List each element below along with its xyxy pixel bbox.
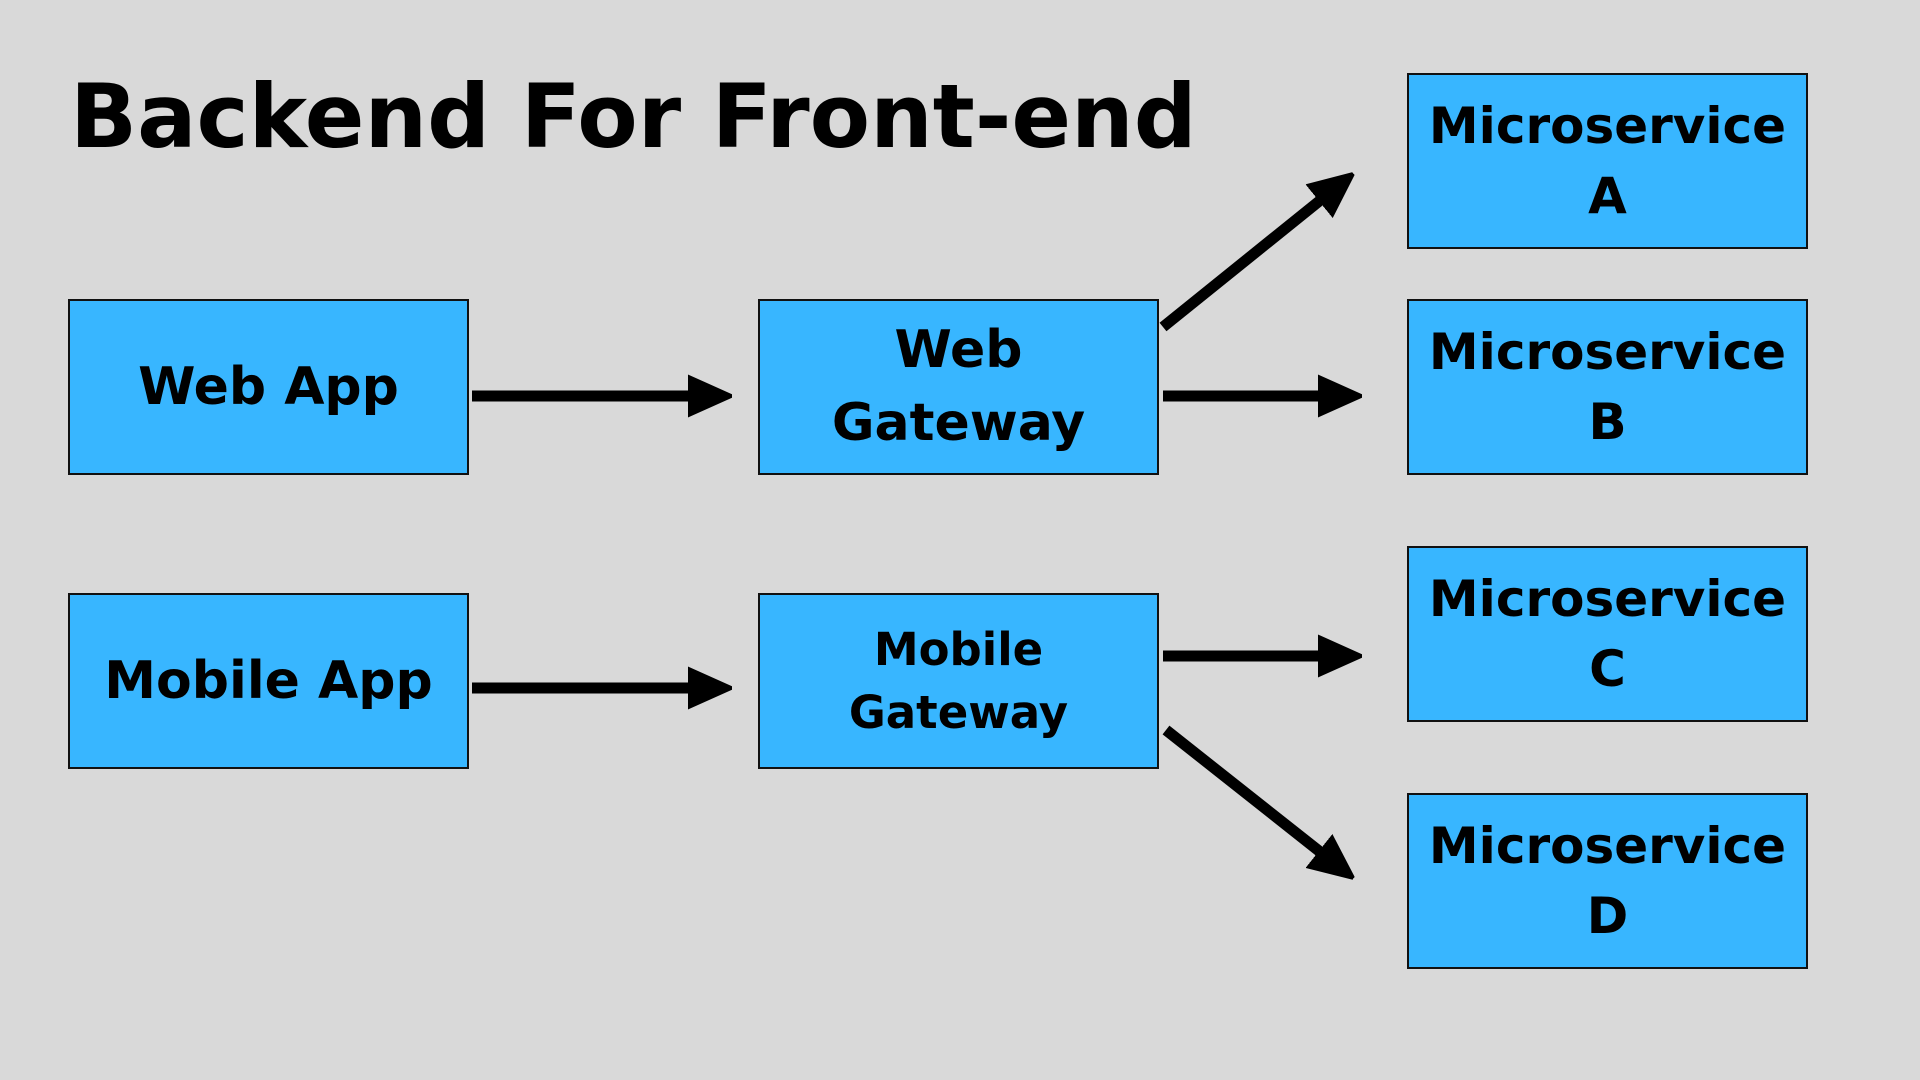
arrow-web-gateway-to-service-a bbox=[1159, 186, 1338, 332]
web-gateway-box: Web Gateway bbox=[758, 299, 1159, 475]
microservice-a-box: Microservice A bbox=[1407, 73, 1808, 249]
microservice-b-box: Microservice B bbox=[1407, 299, 1808, 475]
microservice-d-label: Microservice D bbox=[1428, 817, 1787, 945]
mobile-app-box: Mobile App bbox=[68, 593, 469, 769]
web-gateway-label: Web Gateway bbox=[831, 320, 1086, 453]
microservice-b-label: Microservice B bbox=[1428, 323, 1787, 451]
mobile-app-label: Mobile App bbox=[104, 650, 433, 711]
microservice-d-box: Microservice D bbox=[1407, 793, 1808, 969]
microservice-a-label: Microservice A bbox=[1428, 97, 1787, 225]
page-title: Backend For Front-end bbox=[70, 65, 1197, 168]
mobile-gateway-label: Mobile Gateway bbox=[848, 623, 1069, 739]
web-app-label: Web App bbox=[138, 356, 399, 417]
arrow-mobile-gateway-to-service-d bbox=[1162, 725, 1338, 866]
mobile-gateway-box: Mobile Gateway bbox=[758, 593, 1159, 769]
microservice-c-box: Microservice C bbox=[1407, 546, 1808, 722]
microservice-c-label: Microservice C bbox=[1428, 570, 1787, 698]
web-app-box: Web App bbox=[68, 299, 469, 475]
